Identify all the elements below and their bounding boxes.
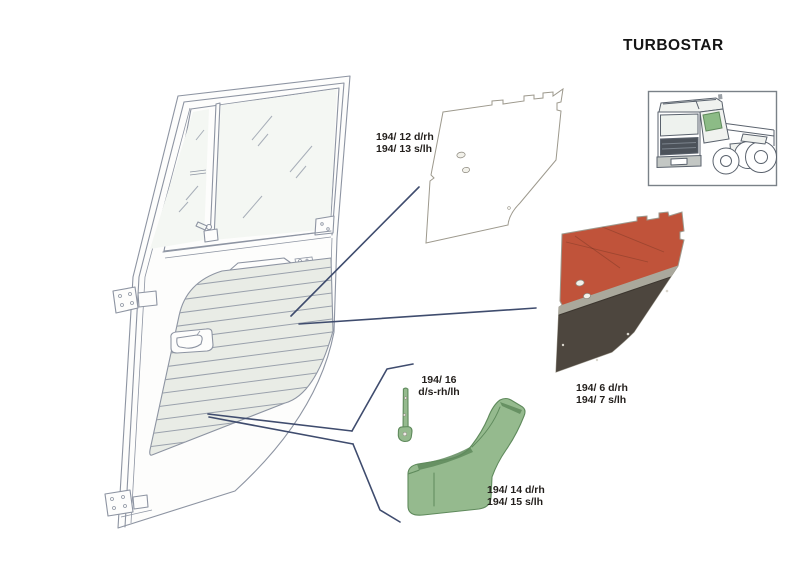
panel-clip xyxy=(575,279,585,287)
truck-door-window xyxy=(702,111,723,132)
callout-line: 194/ 13 s/lh xyxy=(376,142,433,155)
panel-gray-band xyxy=(556,258,684,322)
striped-trim-panel xyxy=(425,87,564,244)
callout-line: 194/ 16 xyxy=(421,374,457,386)
door-handle xyxy=(170,328,214,354)
door-illustration xyxy=(104,75,351,529)
window-glass xyxy=(150,89,337,249)
corner-plate xyxy=(314,215,335,236)
callout-line: 194/ 12 d/rh xyxy=(376,131,434,143)
callout-line: d/s-rh/lh xyxy=(418,385,460,398)
door-hinge-bottom xyxy=(104,489,149,517)
two-tone-trim-panel xyxy=(555,211,685,373)
callout-line: 194/ 6 d/rh xyxy=(576,382,628,394)
door-hinge-top xyxy=(112,286,158,314)
model-title: TURBOSTAR xyxy=(623,37,724,54)
mount-clip-part xyxy=(397,387,413,443)
window-crank xyxy=(195,221,219,243)
callout-line: 194/ 7 s/lh xyxy=(576,393,627,406)
leader-lines xyxy=(207,186,537,523)
armrest-part xyxy=(407,397,526,516)
panel-clip xyxy=(456,151,466,159)
callout-armrest: 194/ 14 d/rh 194/ 15 s/lh xyxy=(487,484,545,508)
truck-thumbnail xyxy=(647,90,778,187)
callout-two-tone-panel: 194/ 6 d/rh 194/ 7 s/lh xyxy=(576,382,628,406)
panel-clip xyxy=(583,292,591,300)
callout-line: 194/ 14 d/rh xyxy=(487,484,545,496)
callout-line: 194/ 15 s/lh xyxy=(487,495,544,508)
callout-mount-clip: 194/ 16 d/s-rh/lh xyxy=(413,374,465,398)
callout-striped-panel: 194/ 12 d/rh 194/ 13 s/lh xyxy=(376,131,434,155)
panel-clip xyxy=(462,167,470,173)
truck-icon xyxy=(656,94,777,175)
